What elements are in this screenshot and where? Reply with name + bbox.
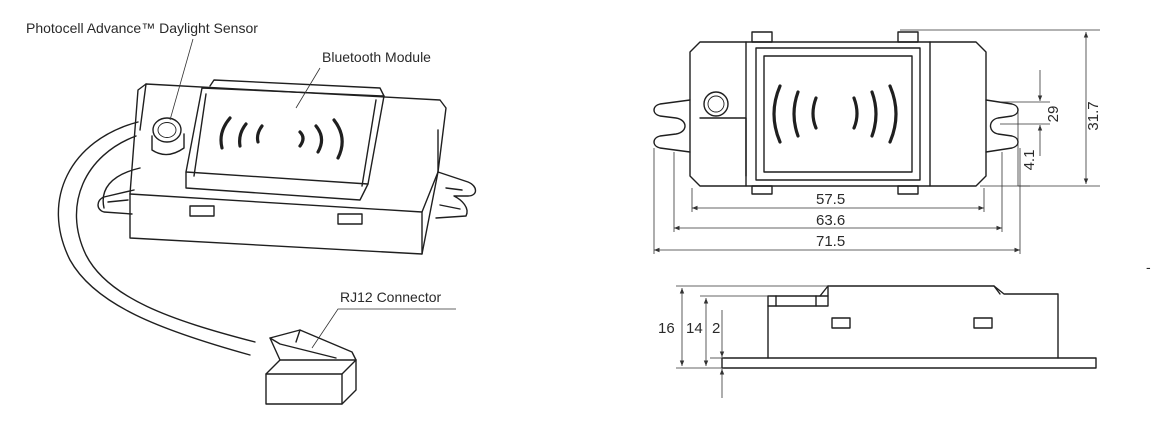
side-slot-left bbox=[831, 317, 851, 329]
photocell-top bbox=[703, 91, 729, 117]
rj12-label: RJ12 Connector bbox=[340, 289, 442, 305]
isometric-view: Photocell Advance™ Daylight Sensor Bluet… bbox=[26, 20, 477, 405]
front-slot-left bbox=[189, 205, 215, 217]
front-slot-right bbox=[337, 213, 363, 225]
dim-side-body: 14 bbox=[686, 320, 703, 337]
bluetooth-leader bbox=[295, 67, 321, 109]
dim-width-mid: 63.6 bbox=[816, 212, 845, 229]
dim-height-total: 31.7 bbox=[1085, 101, 1102, 130]
dim-width-inner: 57.5 bbox=[816, 191, 845, 208]
mounting-tab-left bbox=[97, 189, 135, 215]
dim-side-base: 2 bbox=[712, 320, 720, 337]
stray-mark: - bbox=[1146, 259, 1151, 275]
rj12-plug bbox=[265, 329, 357, 405]
side-view: 16 14 2 bbox=[658, 285, 1097, 398]
dim-offset: 4.1 bbox=[1021, 150, 1038, 171]
housing bbox=[129, 83, 447, 255]
dim-mount-height: 29 bbox=[1045, 106, 1062, 123]
photocell-sensor bbox=[151, 117, 185, 156]
wireless-waves-icon-top bbox=[772, 84, 898, 144]
mounting-tab-right bbox=[435, 171, 477, 219]
wireless-waves-icon bbox=[219, 116, 344, 160]
module-cover bbox=[185, 79, 385, 201]
rj12-leader bbox=[311, 308, 456, 349]
photocell-label: Photocell Advance™ Daylight Sensor bbox=[26, 20, 258, 36]
dim-width-outer: 71.5 bbox=[816, 233, 845, 250]
photocell-leader bbox=[169, 38, 194, 121]
top-view: 57.5 63.6 71.5 31.7 29 4.1 bbox=[653, 29, 1102, 254]
cable bbox=[57, 121, 256, 356]
dim-side-total: 16 bbox=[658, 320, 675, 337]
bluetooth-label: Bluetooth Module bbox=[322, 49, 431, 65]
side-slot-right bbox=[973, 317, 993, 329]
